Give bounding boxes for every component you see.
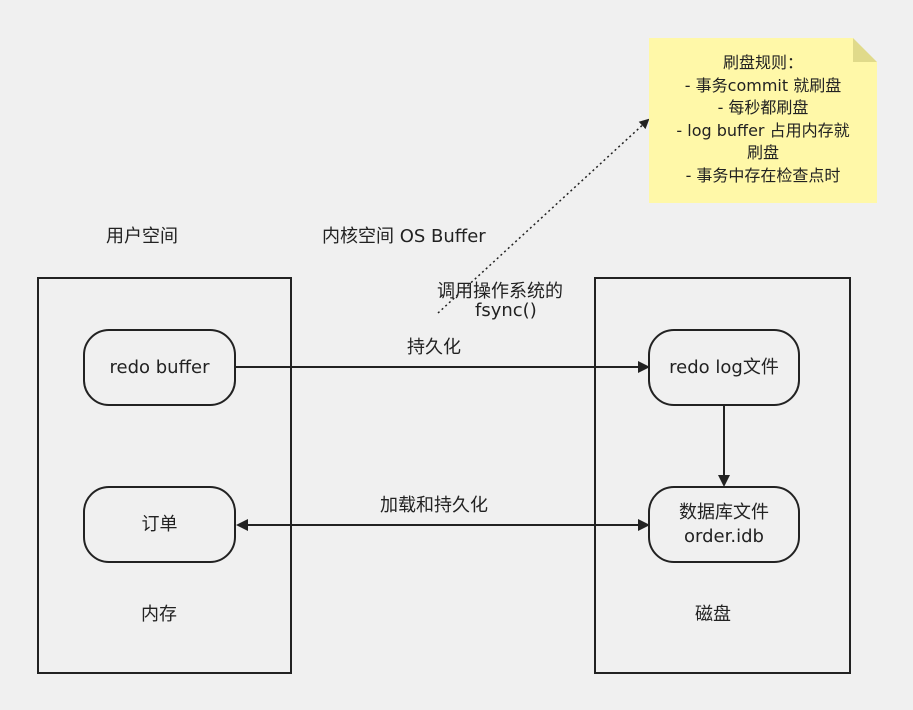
redo-buffer-text: redo buffer: [109, 356, 210, 378]
load-persist-label: 加载和持久化: [380, 495, 488, 516]
fsync-label: fsync(): [475, 300, 537, 321]
note-line-3: - log buffer 占用内存就: [676, 120, 850, 140]
note-fold-corner: [853, 38, 877, 62]
call-os-label: 调用操作系统的: [437, 281, 563, 302]
memory-label: 内存: [141, 604, 177, 625]
user-space-label: 用户空间: [106, 226, 178, 247]
order-text: 订单: [141, 513, 178, 535]
note-line-2: - 每秒都刷盘: [717, 98, 809, 117]
redo-log-file-node[interactable]: redo log文件: [648, 329, 800, 406]
order-node[interactable]: 订单: [83, 486, 236, 563]
note-line-4: 刷盘: [746, 143, 779, 162]
db-file-text-line2: order.idb: [684, 525, 764, 547]
db-file-node[interactable]: 数据库文件 order.idb: [648, 486, 800, 563]
disk-panel: [594, 277, 851, 674]
flush-rules-note[interactable]: 刷盘规则： - 事务commit 就刷盘 - 每秒都刷盘 - log buffe…: [649, 38, 877, 203]
persist-label: 持久化: [407, 337, 461, 358]
db-file-text-line1: 数据库文件: [679, 501, 769, 523]
kernel-space-label: 内核空间 OS Buffer: [322, 226, 486, 247]
note-title: 刷盘规则：: [722, 53, 803, 72]
note-line-5: - 事务中存在检查点时: [685, 165, 841, 185]
user-space-panel: [37, 277, 292, 674]
note-line-1: - 事务commit 就刷盘: [684, 75, 842, 95]
disk-label: 磁盘: [695, 604, 731, 625]
redo-log-file-text: redo log文件: [669, 356, 779, 378]
redo-buffer-node[interactable]: redo buffer: [83, 329, 236, 406]
